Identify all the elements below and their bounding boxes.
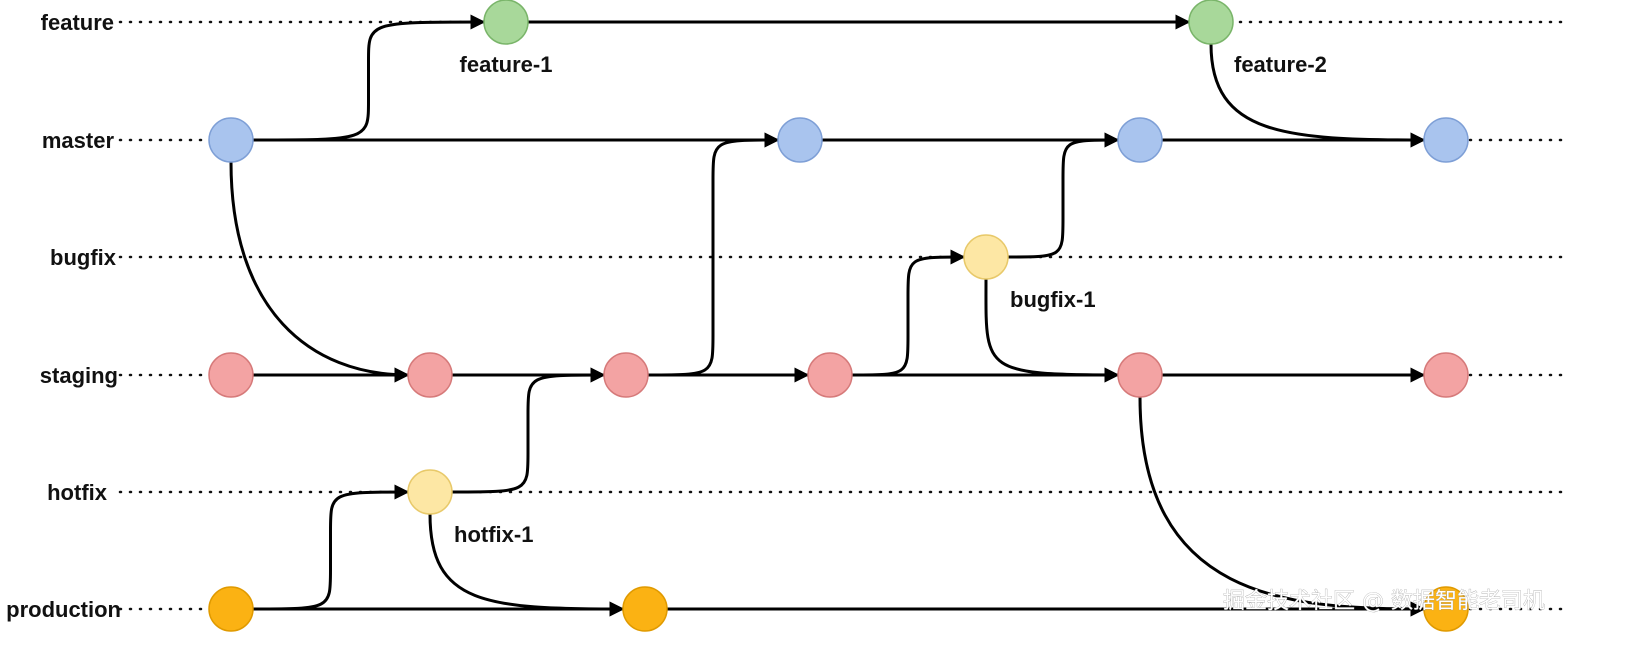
commit-node-p2[interactable] [622,586,668,632]
commit-node-s3[interactable] [603,352,649,398]
commit-node-b1[interactable] [963,234,1009,280]
branch-lanes: feature master bugfix staging hotfix producti… [6,10,1564,622]
commit-edges [229,14,1426,617]
commit-node-f2[interactable] [1188,0,1234,45]
commit-node-f1[interactable] [483,0,529,45]
edge-h1-to-s3 [451,367,606,494]
commit-label-f1: feature-1 [460,52,553,77]
commit-node-h1[interactable] [407,469,453,515]
commit-node-s2[interactable] [407,352,453,398]
commit-node-s4[interactable] [807,352,853,398]
commit-node-m1[interactable] [208,117,254,163]
commit-nodes [208,0,1469,632]
branch-label-hotfix: hotfix [47,480,108,505]
branch-label-production: production [6,597,121,622]
commit-labels: feature-1 feature-2 bugfix-1 hotfix-1 [454,52,1327,547]
edge-m1-to-f1 [252,14,486,142]
edge-s3-to-m2 [647,132,780,377]
edge-s4-to-b1 [851,249,966,377]
commit-label-h1: hotfix-1 [454,522,533,547]
commit-node-s6[interactable] [1423,352,1469,398]
branch-label-bugfix: bugfix [50,245,117,270]
commit-node-m2[interactable] [777,117,823,163]
edge-b1-to-m3 [1007,132,1120,259]
commit-node-p1[interactable] [208,586,254,632]
commit-node-m4[interactable] [1423,117,1469,163]
branch-label-master: master [42,128,115,153]
commit-node-p3[interactable] [1423,586,1469,632]
commit-label-b1: bugfix-1 [1010,287,1096,312]
edge-m1-to-s2 [229,161,410,383]
edge-s5-to-p3 [1138,396,1426,617]
commit-node-m3[interactable] [1117,117,1163,163]
commit-node-s1[interactable] [208,352,254,398]
branch-label-feature: feature [41,10,114,35]
branch-label-staging: staging [40,363,118,388]
watermark: 掘金技术社区 @ 数据智能老司机 [1223,589,1545,614]
commit-label-f2: feature-2 [1234,52,1327,77]
edge-p1-to-h1 [252,484,410,611]
commit-node-s5[interactable] [1117,352,1163,398]
